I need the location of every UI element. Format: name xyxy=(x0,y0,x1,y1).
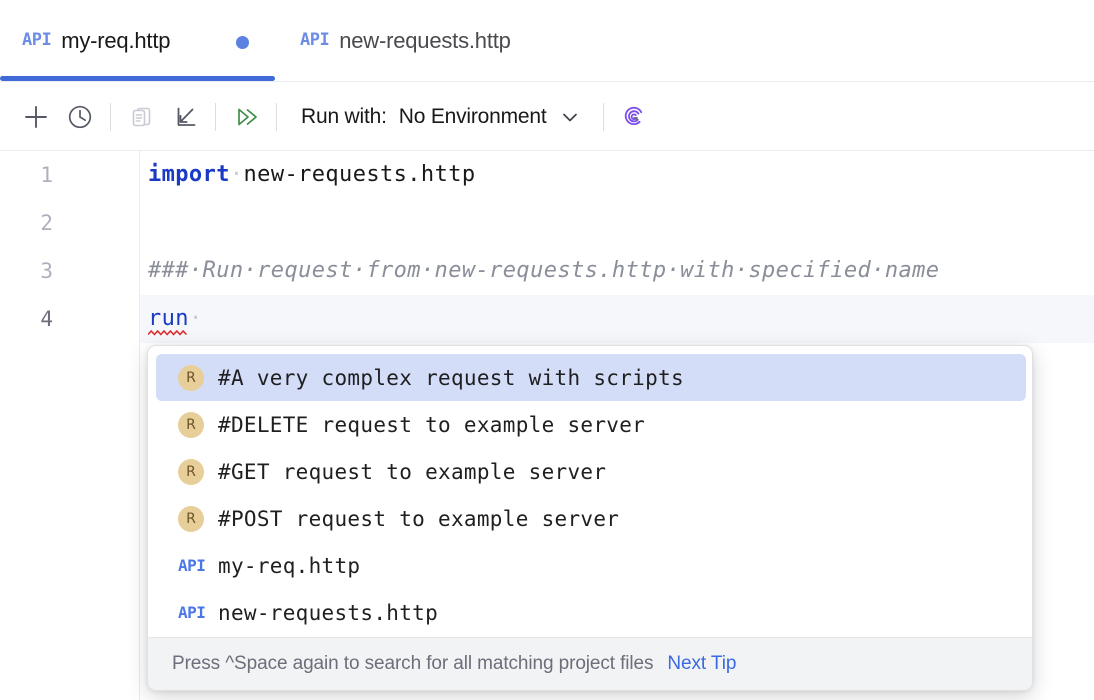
request-icon: R xyxy=(178,411,204,438)
whitespace-dot: · xyxy=(229,162,244,187)
import-icon[interactable] xyxy=(163,95,207,139)
identifier-run: run xyxy=(148,295,189,343)
code-line-2[interactable] xyxy=(0,199,1094,247)
line-number: 4 xyxy=(40,307,53,331)
copy-document-icon[interactable] xyxy=(119,95,163,139)
list-item[interactable]: R #A very complex request with scripts xyxy=(156,354,1026,401)
environment-dropdown[interactable]: No Environment xyxy=(387,105,581,129)
editor-tab-bar: API my-req.http API new-requests.http xyxy=(0,0,1094,82)
history-icon[interactable] xyxy=(58,95,102,139)
request-icon: R xyxy=(178,505,204,532)
toolbar-divider-line xyxy=(0,150,1094,151)
editor-toolbar: Run with: No Environment xyxy=(0,82,1094,151)
request-icon: R xyxy=(178,458,204,485)
tab-my-req-http[interactable]: API my-req.http xyxy=(0,0,192,82)
list-item[interactable]: API new-requests.http xyxy=(156,589,1026,636)
request-icon: R xyxy=(178,364,204,391)
api-file-icon: API xyxy=(300,30,330,50)
code-completion-popup[interactable]: R #A very complex request with scripts R… xyxy=(147,345,1033,691)
error-squiggle-icon xyxy=(148,330,189,336)
ai-spiral-icon[interactable] xyxy=(612,95,656,139)
list-item[interactable]: API my-req.http xyxy=(156,542,1026,589)
code-line-4[interactable]: run· xyxy=(0,295,1094,343)
code-line-1[interactable]: import·new-requests.http xyxy=(0,151,1094,199)
footer-hint-text: Press ^Space again to search for all mat… xyxy=(172,653,654,674)
chevron-down-icon xyxy=(559,106,581,128)
keyword-import: import xyxy=(148,162,230,187)
completion-footer: Press ^Space again to search for all mat… xyxy=(148,637,1032,690)
api-file-icon: API xyxy=(178,603,206,622)
completion-label: #POST request to example server xyxy=(218,506,620,531)
line-number-gutter: 1 2 3 4 xyxy=(0,151,140,700)
run-all-icon[interactable] xyxy=(224,95,268,139)
add-request-icon[interactable] xyxy=(14,95,58,139)
tab-label: my-req.http xyxy=(61,28,171,53)
comment-text: ###·Run·request·from·new-requests.http·w… xyxy=(148,258,940,283)
toolbar-divider xyxy=(276,102,277,131)
line-number: 1 xyxy=(40,163,53,187)
list-item[interactable]: R #DELETE request to example server xyxy=(156,401,1026,448)
completion-label: #GET request to example server xyxy=(218,459,607,484)
run-with-label: Run with: xyxy=(301,104,387,128)
line-number: 2 xyxy=(40,211,53,235)
api-file-icon: API xyxy=(22,30,52,50)
list-item[interactable]: R #GET request to example server xyxy=(156,448,1026,495)
whitespace-dot: · xyxy=(188,306,203,331)
next-tip-link[interactable]: Next Tip xyxy=(667,653,737,674)
completion-label: #A very complex request with scripts xyxy=(218,365,684,390)
toolbar-divider xyxy=(215,102,216,131)
completion-label: new-requests.http xyxy=(218,600,439,625)
tab-bar-divider xyxy=(0,81,1094,82)
gutter-divider xyxy=(139,151,140,700)
code-text: new-requests.http xyxy=(243,162,476,187)
list-item[interactable]: R #POST request to example server xyxy=(156,495,1026,542)
code-line-3[interactable]: ###·Run·request·from·new-requests.http·w… xyxy=(0,247,1094,295)
tab-new-requests-http[interactable]: API new-requests.http xyxy=(278,0,533,82)
toolbar-divider xyxy=(110,102,111,131)
active-tab-indicator xyxy=(0,76,275,81)
completion-label: #DELETE request to example server xyxy=(218,412,646,437)
toolbar-divider xyxy=(602,102,604,131)
tab-modified-dot xyxy=(236,36,249,49)
api-file-icon: API xyxy=(178,556,206,575)
tab-label: new-requests.http xyxy=(339,28,511,53)
line-number: 3 xyxy=(40,259,53,283)
environment-value: No Environment xyxy=(398,104,547,128)
completion-list: R #A very complex request with scripts R… xyxy=(148,346,1032,638)
completion-label: my-req.http xyxy=(218,553,361,578)
